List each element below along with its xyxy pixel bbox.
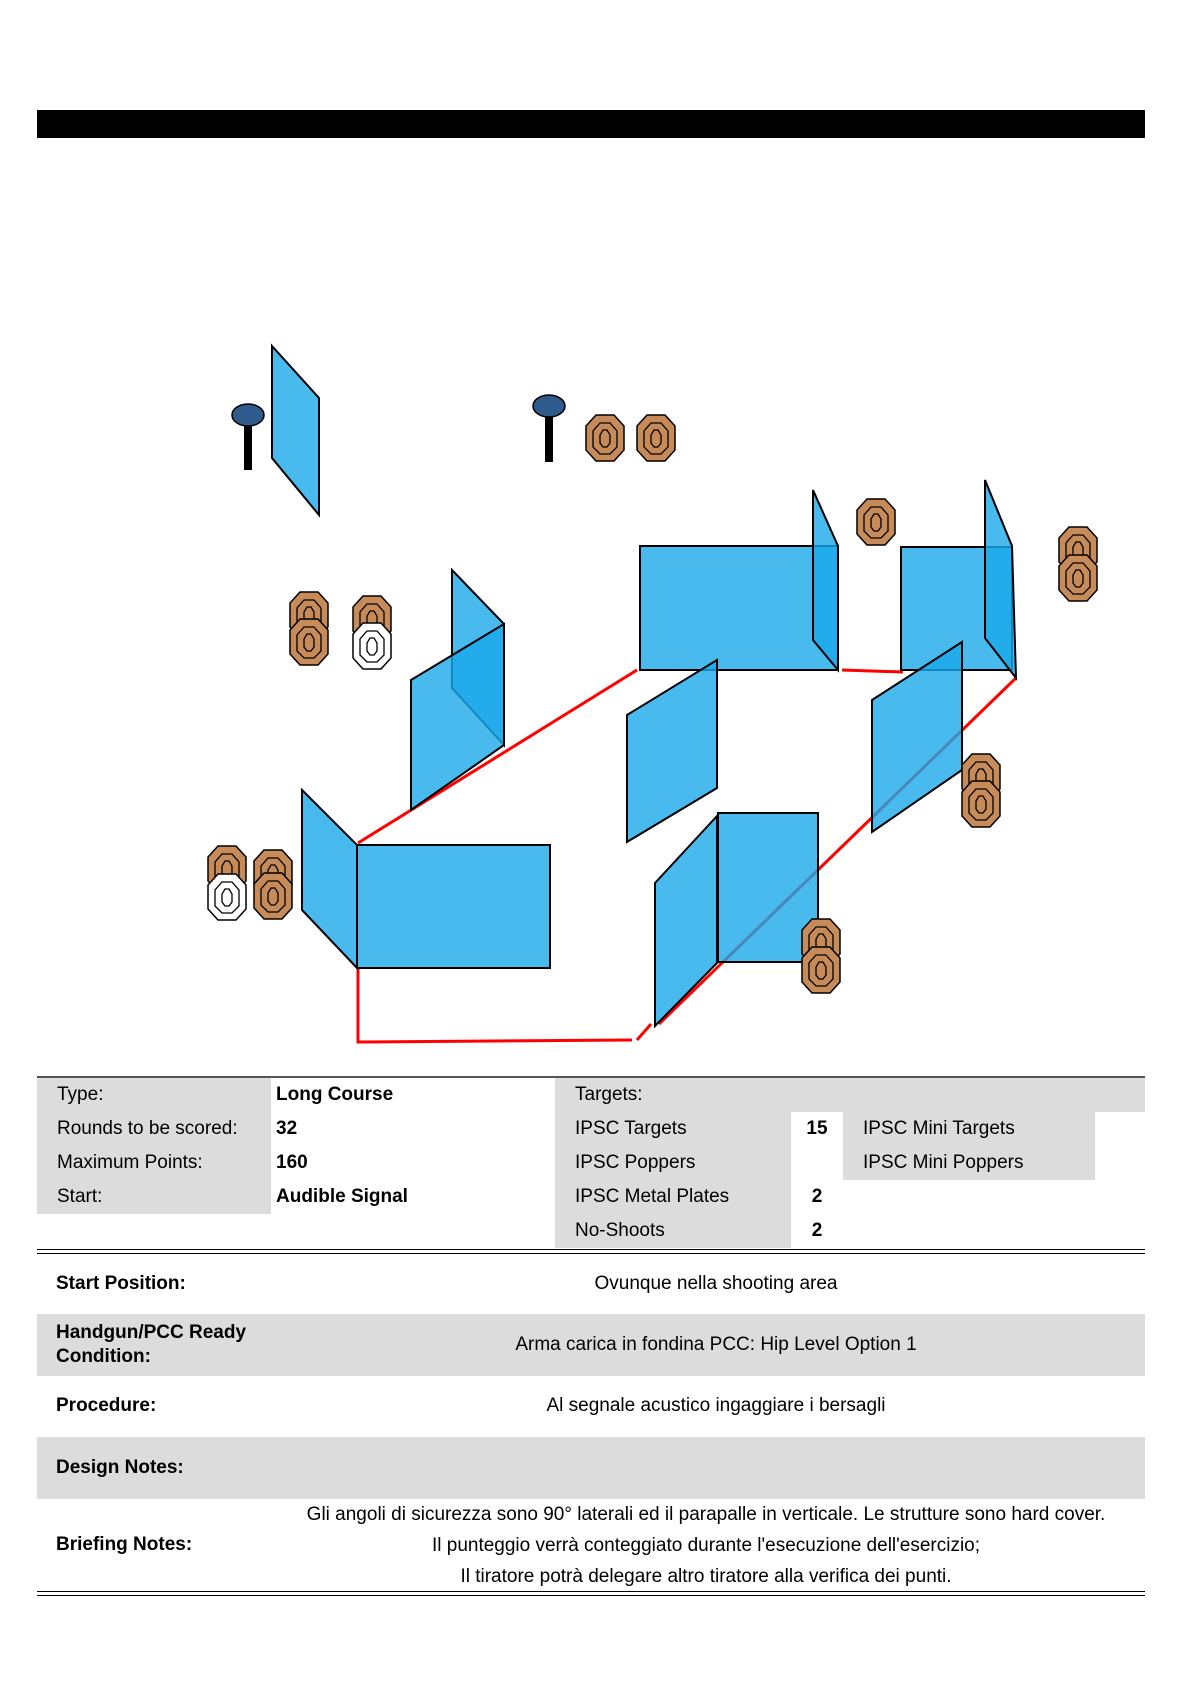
table-top-border xyxy=(37,1076,1145,1078)
start-value: Audible Signal xyxy=(276,1186,408,1207)
max-points-value: 160 xyxy=(276,1152,308,1173)
wall-top-right-side xyxy=(984,479,1018,682)
wall-top-center-side xyxy=(812,489,839,673)
wall-top-left xyxy=(271,343,320,518)
no-shoots-label: No-Shoots xyxy=(555,1214,791,1249)
metal-plate-2 xyxy=(532,394,566,462)
procedure-label: Procedure: xyxy=(56,1395,157,1416)
ipsc-target xyxy=(585,414,625,462)
ipsc-metal-plates-count: 2 xyxy=(811,1186,823,1207)
ipsc-poppers-label: IPSC Poppers xyxy=(555,1146,791,1181)
ipsc-target xyxy=(856,498,896,546)
type-label: Type: xyxy=(37,1078,271,1113)
start-position-value: Ovunque nella shooting area xyxy=(594,1273,838,1294)
start-position-label: Start Position: xyxy=(56,1273,186,1294)
ipsc-mini-poppers-label: IPSC Mini Poppers xyxy=(843,1146,1095,1181)
fault-line-left-upper xyxy=(357,668,638,845)
fault-line-bottom xyxy=(356,968,633,1044)
ipsc-mini-targets-label: IPSC Mini Targets xyxy=(843,1112,1095,1147)
wall-bottom-left xyxy=(356,844,551,969)
briefing-notes-value: Gli angoli di sicurezza sono 90° lateral… xyxy=(287,1499,1125,1592)
rounds-label: Rounds to be scored: xyxy=(37,1112,271,1147)
table-divider xyxy=(37,1249,1145,1254)
ready-condition-value: Arma carica in fondina PCC: Hip Level Op… xyxy=(515,1334,917,1355)
briefing-line-1: Gli angoli di sicurezza sono 90° lateral… xyxy=(306,1504,1106,1525)
no-shoot-target xyxy=(352,622,392,670)
no-shoots-count: 2 xyxy=(811,1220,823,1241)
max-points-label: Maximum Points: xyxy=(37,1146,271,1181)
ready-condition-row: Handgun/PCC Ready Condition: Arma carica… xyxy=(37,1314,1145,1376)
no-shoot-target xyxy=(207,873,247,921)
design-notes-row: Design Notes: xyxy=(37,1437,1145,1499)
fault-line-mid-top xyxy=(841,668,904,674)
type-value: Long Course xyxy=(276,1084,394,1105)
briefing-line-3: Il tiratore potrà delegare altro tirator… xyxy=(460,1566,952,1587)
ready-condition-label: Handgun/PCC Ready Condition: xyxy=(56,1322,247,1367)
design-notes-label: Design Notes: xyxy=(56,1457,184,1478)
wall-bottom-left-side xyxy=(301,787,358,971)
ipsc-target xyxy=(289,618,329,666)
wall-bottom-center-side xyxy=(654,813,718,1029)
wall-mid-left xyxy=(410,622,505,812)
metal-plate-1 xyxy=(231,403,265,470)
targets-header: Targets: xyxy=(555,1078,1145,1113)
start-label: Start: xyxy=(37,1180,271,1215)
briefing-notes-label: Briefing Notes: xyxy=(56,1534,193,1555)
procedure-row: Procedure: Al segnale acustico ingaggiar… xyxy=(37,1376,1145,1437)
header-bar xyxy=(37,110,1145,138)
briefing-notes-row: Briefing Notes: Gli angoli di sicurezza … xyxy=(37,1499,1145,1591)
ipsc-target xyxy=(253,872,293,920)
ipsc-targets-count: 15 xyxy=(806,1118,828,1139)
procedure-value: Al segnale acustico ingaggiare i bersagl… xyxy=(546,1395,886,1416)
ipsc-target xyxy=(801,946,841,994)
empty-label-cell xyxy=(37,1214,271,1215)
start-position-row: Start Position: Ovunque nella shooting a… xyxy=(37,1254,1145,1314)
bottom-rule xyxy=(37,1591,1145,1596)
wall-top-center xyxy=(639,545,839,671)
briefing-line-2: Il punteggio verrà conteggiato durante l… xyxy=(431,1535,981,1556)
ipsc-targets-label: IPSC Targets xyxy=(555,1112,791,1147)
stage-diagram xyxy=(207,343,1098,1044)
wall-center xyxy=(626,658,718,844)
fault-line-bottom-right xyxy=(635,1023,653,1041)
ipsc-metal-plates-label: IPSC Metal Plates xyxy=(555,1180,791,1215)
ipsc-target xyxy=(1058,554,1098,602)
rounds-value: 32 xyxy=(276,1118,298,1139)
ipsc-target xyxy=(636,414,676,462)
walls xyxy=(271,343,1018,1029)
ipsc-target xyxy=(961,780,1001,828)
